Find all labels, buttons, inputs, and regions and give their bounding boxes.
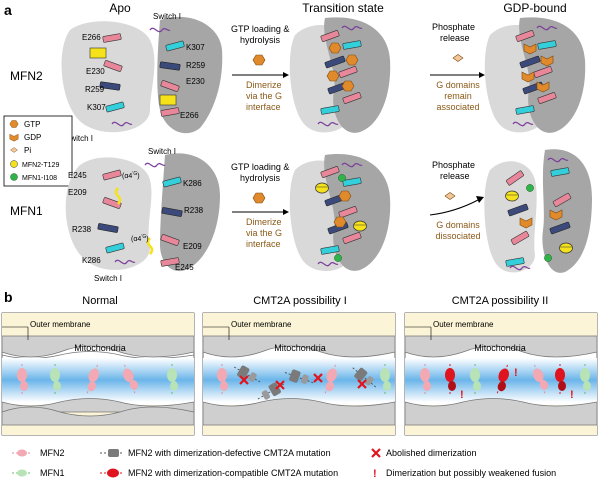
mfn1-arrow2-bottom-line2: dissociated bbox=[435, 231, 480, 241]
legend-compatible-label: MFN2 with dimerization-compatible CMT2A … bbox=[128, 468, 338, 478]
svg-text:!: ! bbox=[373, 468, 377, 480]
mfn2-switch-bottom-label: Switch I bbox=[65, 134, 93, 143]
mfn1-arrow1-top-line2: hydrolysis bbox=[240, 173, 281, 183]
mfn1-switch-bottom-label: Switch I bbox=[94, 274, 122, 283]
legend-mfn2-t129-label: MFN2-T129 bbox=[22, 162, 59, 169]
mfn2-e230-right-label: E230 bbox=[186, 77, 205, 86]
mfn1-apo-dimer: Switch I Switch I K286 K286 E245 E245 E2… bbox=[65, 147, 220, 283]
possibility1-outer-membrane-label: Outer membrane bbox=[231, 320, 292, 329]
mfn2-arrow-phosphate: Phosphate release G domains remain assoc… bbox=[430, 22, 485, 112]
mfn1-switch-top-label: Switch I bbox=[148, 147, 176, 156]
svg-text:!: ! bbox=[570, 389, 574, 401]
mfn2-r259-right-label: R259 bbox=[186, 61, 206, 70]
mfn2-arrow1-bottom-line3: interface bbox=[246, 102, 281, 112]
mfn2-arrow2-bottom-line1: G domains bbox=[436, 80, 480, 90]
possibility2-outer-membrane-label: Outer membrane bbox=[433, 320, 494, 329]
mfn1-k286-top-label: K286 bbox=[183, 179, 202, 188]
panel-a-label: a bbox=[4, 2, 12, 18]
legend-pi-label: Pi bbox=[24, 146, 31, 155]
mfn2-arrow2-top-line1: Phosphate bbox=[432, 22, 475, 32]
svg-text:!: ! bbox=[460, 389, 464, 401]
column-apo-heading: Apo bbox=[109, 1, 131, 15]
column-gdp-heading: GDP-bound bbox=[503, 1, 566, 15]
mito-panel-possibility1: Outer membrane Mitochondria bbox=[202, 312, 396, 436]
mfn2-e266-bottom-label: E266 bbox=[180, 111, 199, 120]
scenario-possibility1-heading: CMT2A possibility I bbox=[253, 295, 347, 307]
mfn1-e245-bottom-label: E245 bbox=[175, 263, 194, 272]
mfn1-arrow-phosphate: Phosphate release G domains dissociated bbox=[429, 160, 484, 241]
mfn2-arrow1-top-line2: hydrolysis bbox=[240, 35, 281, 45]
row-mfn2-label: MFN2 bbox=[10, 69, 43, 83]
panel-b-legend: MFN2 MFN1 MFN2 with dimerization-defecti… bbox=[12, 447, 556, 480]
legend-defective-label: MFN2 with dimerization-defective CMT2A m… bbox=[128, 448, 331, 458]
mfn2-e230-left-label: E230 bbox=[86, 67, 105, 76]
mfn1-arrow1-bottom-line1: Dimerize bbox=[246, 217, 282, 227]
legend-mfn2-label: MFN2 bbox=[40, 448, 65, 458]
column-transition-heading: Transition state bbox=[302, 1, 384, 15]
mfn1-arrow-dimerize: GTP loading & hydrolysis Dimerize via th… bbox=[231, 162, 289, 249]
mfn2-e266-top-label: E266 bbox=[82, 33, 101, 42]
mfn2-arrow2-bottom-line3: associated bbox=[436, 102, 479, 112]
mfn2-transition-dimer bbox=[289, 17, 391, 133]
mito-panel-normal: Outer membrane Mitochondria bbox=[1, 312, 195, 436]
mfn2-r259-left-label: R259 bbox=[85, 85, 105, 94]
mfn2-arrow1-top-line1: GTP loading & bbox=[231, 24, 289, 34]
legend-gtp-label: GTP bbox=[24, 120, 40, 129]
panel-a-legend: GTP GDP Pi MFN2-T129 MFN1-I108 bbox=[3, 115, 73, 187]
mfn2-gdp-dimer bbox=[484, 17, 586, 133]
mfn1-e209-left-label: E209 bbox=[68, 188, 87, 197]
mfn1-arrow1-bottom-line2: via the G bbox=[246, 228, 282, 238]
legend-mfn1-label: MFN1 bbox=[40, 468, 65, 478]
mfn1-arrow1-bottom-line3: interface bbox=[246, 239, 281, 249]
panel-b-label: b bbox=[4, 289, 13, 305]
mfn2-arrow-dimerize: GTP loading & hydrolysis Dimerize via th… bbox=[231, 24, 289, 112]
svg-text:!: ! bbox=[514, 367, 518, 379]
mfn1-arrow2-bottom-line1: G domains bbox=[436, 220, 480, 230]
mfn2-apo-dimer: Switch I Switch I K307 K307 E266 E266 E2… bbox=[61, 12, 223, 143]
mfn2-k307-bottom-label: K307 bbox=[87, 103, 106, 112]
normal-outer-membrane-label: Outer membrane bbox=[30, 320, 91, 329]
legend-abolished-label: Abolished dimerization bbox=[386, 448, 477, 458]
mfn2-arrow1-bottom-line2: via the G bbox=[246, 91, 282, 101]
mfn2-arrow1-bottom-line1: Dimerize bbox=[246, 80, 282, 90]
mfn1-helix-bottom-label: (α4’G) bbox=[131, 234, 149, 243]
mfn1-helix-top-label: (α4’G) bbox=[122, 171, 140, 180]
mfn1-arrow1-top-line1: GTP loading & bbox=[231, 162, 289, 172]
mfn1-transition-dimer bbox=[289, 154, 391, 272]
mito-panel-possibility2: ! ! ! Outer membrane Mitochondria bbox=[404, 312, 598, 436]
mfn1-k286-bottom-label: K286 bbox=[82, 256, 101, 265]
mfn1-arrow2-top-line2: release bbox=[440, 171, 470, 181]
scenario-normal-heading: Normal bbox=[82, 295, 117, 307]
possibility2-mitochondria-label: Mitochondria bbox=[474, 343, 526, 353]
normal-mitochondria-label: Mitochondria bbox=[74, 343, 126, 353]
mfn2-k307-top-label: K307 bbox=[186, 43, 205, 52]
legend-gdp-label: GDP bbox=[24, 133, 41, 142]
mfn1-arrow2-top-line1: Phosphate bbox=[432, 160, 475, 170]
mfn2-arrow2-top-line2: release bbox=[440, 33, 470, 43]
mfn1-r238-right-label: R238 bbox=[184, 206, 204, 215]
mfn2-switch-top-label: Switch I bbox=[153, 12, 181, 21]
mfn1-e245-top-label: E245 bbox=[68, 171, 87, 180]
mfn2-arrow2-bottom-line2: remain bbox=[444, 91, 472, 101]
mfn1-gdp-dimer bbox=[484, 149, 592, 273]
legend-weakened-label: Dimerization but possibly weakened fusio… bbox=[386, 468, 556, 478]
mfn1-e209-right-label: E209 bbox=[183, 242, 202, 251]
scenario-possibility2-heading: CMT2A possibility II bbox=[452, 295, 549, 307]
legend-mfn1-i108-label: MFN1-I108 bbox=[22, 175, 57, 182]
possibility1-mitochondria-label: Mitochondria bbox=[274, 343, 326, 353]
row-mfn1-label: MFN1 bbox=[10, 204, 43, 218]
mfn1-r238-left-label: R238 bbox=[72, 225, 92, 234]
